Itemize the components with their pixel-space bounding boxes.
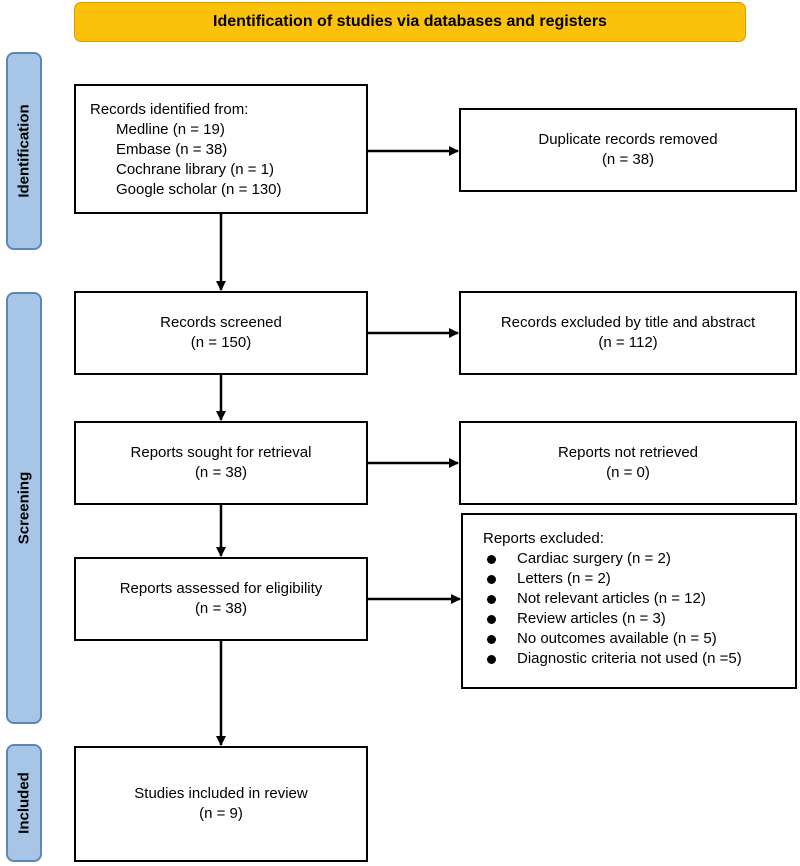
reports-not-retrieved-count: (n = 0) [606, 464, 650, 481]
reports-sought-count: (n = 38) [194, 464, 248, 481]
studies-included-count: (n = 9) [199, 805, 243, 822]
reports-sought-label: Reports sought for retrieval [130, 444, 312, 461]
source-embase: Embase (n = 38) [116, 141, 228, 158]
duplicates-removed-label: Duplicate records removed [538, 131, 718, 148]
reports-assessed-count: (n = 38) [194, 600, 248, 617]
duplicates-removed-box: Duplicate records removed (n = 38) [459, 108, 797, 192]
exclusion-reason: Letters (n = 2) [483, 569, 795, 589]
phase-screening: Screening [6, 292, 42, 724]
exclusion-reasons-list: Cardiac surgery (n = 2) Letters (n = 2) … [483, 549, 795, 669]
exclusion-reason: Cardiac surgery (n = 2) [483, 549, 795, 569]
phase-included: Included [6, 744, 42, 862]
records-screened-label: Records screened [160, 314, 282, 331]
header-banner: Identification of studies via databases … [74, 2, 746, 42]
studies-included-box: Studies included in review (n = 9) [74, 746, 368, 862]
duplicates-removed-count: (n = 38) [601, 151, 655, 168]
records-identified-box: Records identified from: Medline (n = 19… [74, 84, 368, 214]
records-screened-box: Records screened (n = 150) [74, 291, 368, 375]
reports-excluded-title: Reports excluded: [483, 530, 604, 547]
records-screened-count: (n = 150) [190, 334, 252, 351]
records-identified-title: Records identified from: [90, 101, 249, 118]
exclusion-reason: Diagnostic criteria not used (n =5) [483, 649, 795, 669]
studies-included-label: Studies included in review [134, 785, 308, 802]
exclusion-reason: Review articles (n = 3) [483, 609, 795, 629]
source-cochrane: Cochrane library (n = 1) [116, 161, 274, 178]
reports-not-retrieved-label: Reports not retrieved [557, 444, 699, 461]
header-title: Identification of studies via databases … [213, 13, 607, 30]
excluded-title-abstract-count: (n = 112) [598, 334, 658, 351]
excluded-title-abstract-label: Records excluded by title and abstract [500, 314, 756, 331]
reports-not-retrieved-box: Reports not retrieved (n = 0) [459, 421, 797, 505]
reports-sought-box: Reports sought for retrieval (n = 38) [74, 421, 368, 505]
exclusion-reason: No outcomes available (n = 5) [483, 629, 795, 649]
excluded-title-abstract-box: Records excluded by title and abstract (… [459, 291, 797, 375]
source-google-scholar: Google scholar (n = 130) [116, 181, 282, 198]
reports-assessed-box: Reports assessed for eligibility (n = 38… [74, 557, 368, 641]
reports-excluded-box: Reports excluded: Cardiac surgery (n = 2… [461, 513, 797, 689]
phase-identification: Identification [6, 52, 42, 250]
source-medline: Medline (n = 19) [116, 121, 225, 138]
exclusion-reason: Not relevant articles (n = 12) [483, 589, 795, 609]
reports-assessed-label: Reports assessed for eligibility [119, 580, 323, 597]
